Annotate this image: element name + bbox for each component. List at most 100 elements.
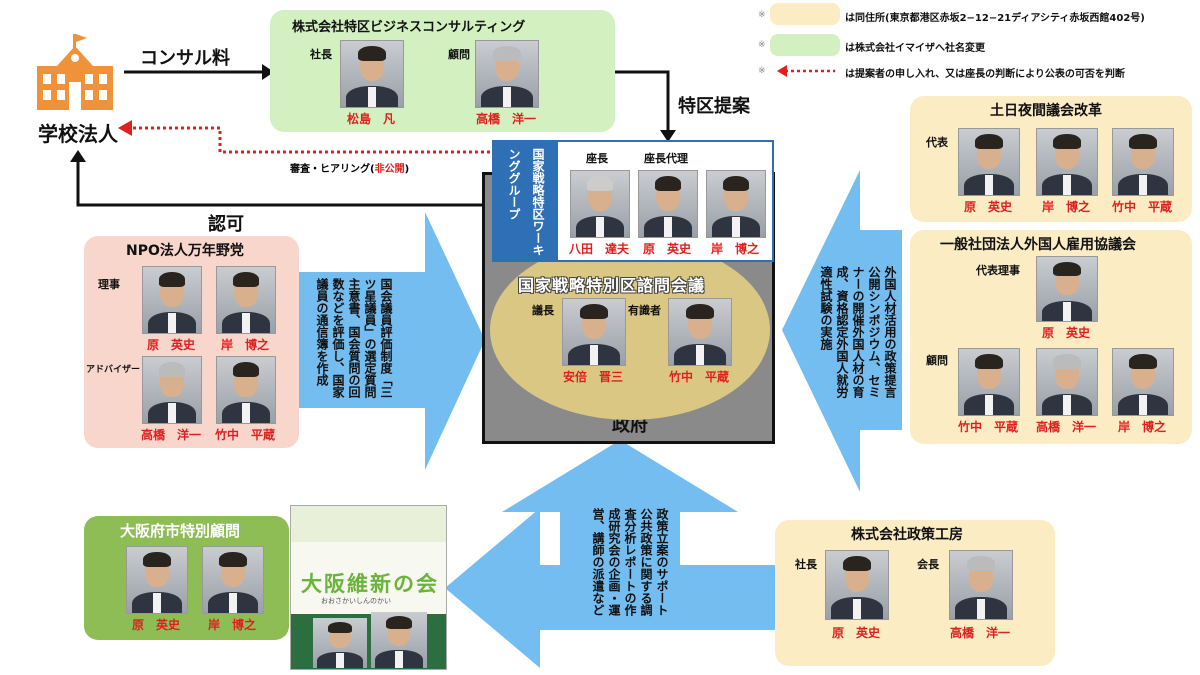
- photo-hara-6: [126, 546, 188, 614]
- osaka-advisor-box: 大阪府市特別顧問 原 英史 岸 博之: [84, 516, 289, 640]
- legend-yellow-text: は同住所(東京都港区赤坂2−12−21ディアシティ赤坂西館402号): [845, 13, 1145, 24]
- npo-advisor-label: アドバイザー: [86, 365, 141, 375]
- photo-kishi-5: [202, 546, 264, 614]
- photo-takenaka-4: [958, 348, 1020, 416]
- photo-abe: [562, 298, 626, 366]
- donichi-box: 土日夜間議会改革 代表 原 英史 岸 博之 竹中 平蔵: [910, 96, 1192, 222]
- government-label: 政府: [612, 415, 648, 436]
- name-kishi-3: 岸 博之: [1041, 200, 1090, 214]
- photo-takenaka-2: [216, 356, 276, 424]
- name-hara-1: 原 英史: [642, 242, 691, 256]
- wg-chair-label: 座長: [586, 152, 608, 165]
- npo-box: NPO法人万年野党 理事 原 英史 岸 博之 アドバイザー 高橋 洋一 竹中 平…: [84, 236, 299, 448]
- osaka-title: 大阪府市特別顧問: [120, 522, 241, 540]
- seisaku-pres-label: 社長: [795, 558, 817, 571]
- name-takenaka-1: 竹中 平蔵: [668, 370, 729, 384]
- consulting-role-advisor: 顧問: [448, 48, 470, 61]
- photo-kishi-4: [1112, 348, 1174, 416]
- npo-to-govt-arrow: [298, 212, 485, 470]
- name-takahashi-4: 高橋 洋一: [949, 626, 1010, 640]
- seisaku-title: 株式会社政策工房: [851, 527, 963, 543]
- name-kishi-5: 岸 博之: [207, 618, 256, 632]
- seisaku-box: 株式会社政策工房 社長 原 英史 会長 高橋 洋一: [775, 520, 1055, 666]
- working-group-box: 国家戦略特区ワーキンググループ 座長 座長代理 八田 達夫 原 英史 岸 博之: [492, 140, 774, 262]
- name-takenaka-3: 竹中 平蔵: [1111, 200, 1172, 214]
- name-hatta: 八田 達夫: [568, 242, 629, 256]
- name-hara-6: 原 英史: [131, 618, 180, 632]
- legend-arrow-text: は提案者の申し入れ、又は座長の判断により公表の可否を判断: [845, 69, 1125, 80]
- poster-photo-left: [313, 618, 367, 668]
- photo-hatta: [570, 170, 630, 238]
- legend-mark-3: ※: [758, 66, 766, 76]
- name-takahashi-2: 高橋 洋一: [140, 428, 201, 442]
- legend-yellow-swatch: [770, 3, 840, 25]
- photo-takenaka-1: [668, 298, 732, 366]
- photo-takahashi-1: [475, 40, 539, 108]
- npo-arrow-text: 国会議員評価制度「三ツ星議員」の選定質問主意書、国会質問の回数などを評価し、国家…: [315, 278, 393, 398]
- foreign-employment-box: 一般社団法人外国人雇用協議会 代表理事 原 英史 顧問 竹中 平蔵 高橋 洋一 …: [910, 230, 1192, 444]
- name-matsushima: 松島 凡: [346, 112, 395, 126]
- foreign-title: 一般社団法人外国人雇用協議会: [940, 237, 1136, 253]
- review-label: 審査・ヒアリング(非公開): [290, 164, 410, 175]
- donichi-rep-label: 代表: [926, 136, 948, 149]
- name-kishi-1: 岸 博之: [710, 242, 759, 256]
- npo-director-label: 理事: [98, 278, 120, 291]
- seisaku-to-govt-arrow: [502, 440, 738, 630]
- photo-kishi-1: [706, 170, 766, 238]
- photo-hara-2: [142, 266, 202, 334]
- legend-green-swatch: [770, 34, 840, 56]
- photo-hara-3: [958, 128, 1020, 196]
- tokku-proposal-label: 特区提案: [678, 96, 750, 117]
- legend-mark-2: ※: [758, 40, 766, 50]
- name-kishi-2: 岸 博之: [220, 338, 269, 352]
- name-takahashi-1: 高橋 洋一: [475, 112, 536, 126]
- photo-takahashi-3: [1036, 348, 1098, 416]
- consulting-company-box: 株式会社特区ビジネスコンサルティング 社長 松島 凡 顧問 高橋 洋一: [270, 10, 615, 132]
- donichi-title: 土日夜間議会改革: [990, 103, 1102, 119]
- photo-takahashi-2: [142, 356, 202, 424]
- photo-hara-1: [638, 170, 698, 238]
- wg-deputy-label: 座長代理: [644, 152, 688, 165]
- seisaku-chair-label: 会長: [917, 558, 939, 571]
- consulting-role-president: 社長: [310, 48, 332, 61]
- school-label: 学校法人: [38, 122, 118, 146]
- photo-matsushima: [340, 40, 404, 108]
- school-icon: [37, 34, 113, 110]
- name-hara-3: 原 英史: [963, 200, 1012, 214]
- photo-takahashi-4: [949, 550, 1013, 620]
- council-title: 国家戦略特別区諮問会議: [518, 276, 706, 295]
- npo-title: NPO法人万年野党: [126, 243, 244, 259]
- council-expert-label: 有識者: [628, 304, 661, 317]
- osaka-ishin-poster: 大阪維新の会 おおさかいしんのかい: [290, 505, 447, 670]
- foreign-rep-label: 代表理事: [976, 264, 1020, 277]
- legend-green-text: は株式会社イマイザへ社名変更: [845, 43, 985, 54]
- name-hara-4: 原 英史: [1041, 326, 1090, 340]
- name-kishi-4: 岸 博之: [1117, 420, 1166, 434]
- photo-kishi-2: [216, 266, 276, 334]
- legend-mark-1: ※: [758, 10, 766, 20]
- wg-vertical-title-bg: 国家戦略特区ワーキンググループ: [494, 142, 558, 260]
- photo-kishi-3: [1036, 128, 1098, 196]
- photo-hara-5: [825, 550, 889, 620]
- foreign-arrow-text: 外国人材活用の政策提言公開シンポジウム、セミナーの開催外国人材の育成、資格認定外…: [819, 266, 897, 398]
- approval-label: 認可: [208, 214, 244, 235]
- name-hara-2: 原 英史: [146, 338, 195, 352]
- wg-vertical-title: 国家戦略特区ワーキンググループ: [507, 148, 545, 256]
- photo-takenaka-3: [1112, 128, 1174, 196]
- name-takenaka-2: 竹中 平蔵: [214, 428, 275, 442]
- foreign-advisor-label: 顧問: [926, 354, 948, 367]
- name-hara-5: 原 英史: [831, 626, 880, 640]
- poster-subtitle: おおさかいしんのかい: [321, 597, 391, 605]
- seisaku-arrow-text: 政策立案のサポート公共政策に関する調査分析レポートの作成研究会の企画・運営、講師…: [591, 508, 669, 616]
- name-abe: 安倍 晋三: [562, 370, 623, 384]
- photo-hara-4: [1036, 256, 1098, 322]
- council-chair-label: 議長: [532, 304, 554, 317]
- name-takahashi-3: 高橋 洋一: [1035, 420, 1096, 434]
- consult-fee-label: コンサル料: [140, 48, 230, 69]
- name-takenaka-4: 竹中 平蔵: [957, 420, 1018, 434]
- poster-photo-right: [371, 612, 427, 668]
- foreign-to-govt-arrow: [782, 170, 902, 492]
- consulting-title: 株式会社特区ビジネスコンサルティング: [292, 20, 526, 35]
- poster-title: 大阪維新の会: [301, 572, 439, 596]
